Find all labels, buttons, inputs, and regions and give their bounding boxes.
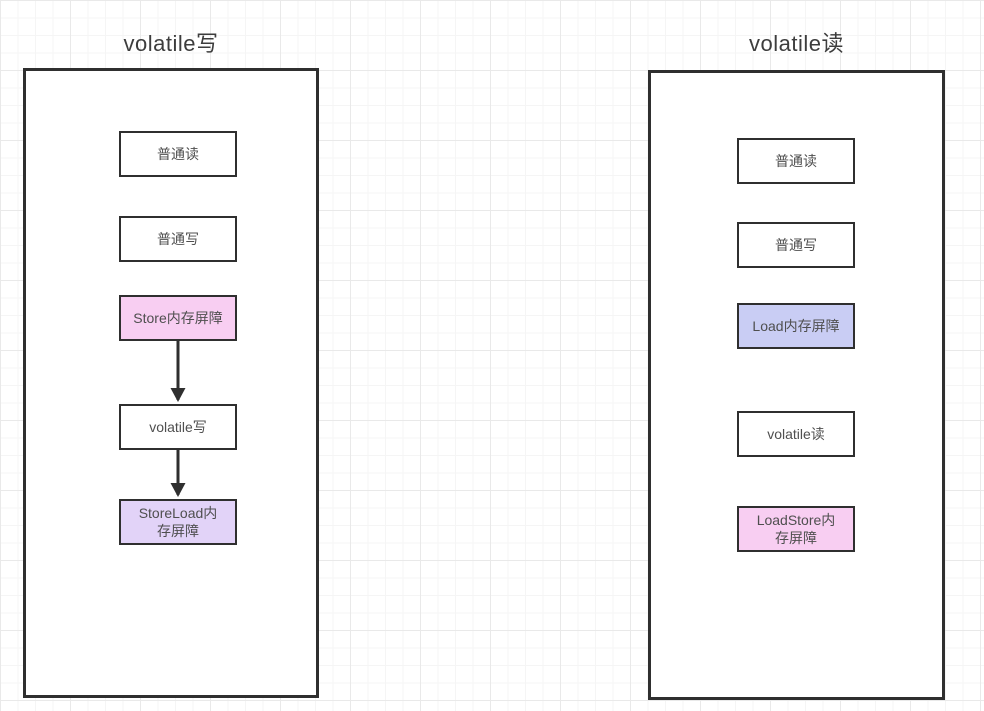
read-box-normal-write: 普通写	[737, 222, 855, 268]
volatile-write-panel: 普通读 普通写 Store内存屏障 volatile写 StoreLoad内存屏…	[23, 68, 319, 698]
volatile-read-panel: 普通读 普通写 Load内存屏障 volatile读 LoadStore内存屏障	[648, 70, 945, 700]
write-box-normal-read: 普通读	[119, 131, 237, 177]
write-box-normal-write: 普通写	[119, 216, 237, 262]
write-box-volatile-write: volatile写	[119, 404, 237, 450]
panel-title-volatile-read: volatile读	[749, 31, 844, 56]
read-box-normal-read: 普通读	[737, 138, 855, 184]
read-box-loadstore-barrier: LoadStore内存屏障	[737, 506, 855, 552]
read-box-load-barrier: Load内存屏障	[737, 303, 855, 349]
write-box-storeload-barrier: StoreLoad内存屏障	[119, 499, 237, 545]
write-box-store-barrier: Store内存屏障	[119, 295, 237, 341]
read-box-volatile-read: volatile读	[737, 411, 855, 457]
panel-title-volatile-write: volatile写	[123, 31, 219, 56]
